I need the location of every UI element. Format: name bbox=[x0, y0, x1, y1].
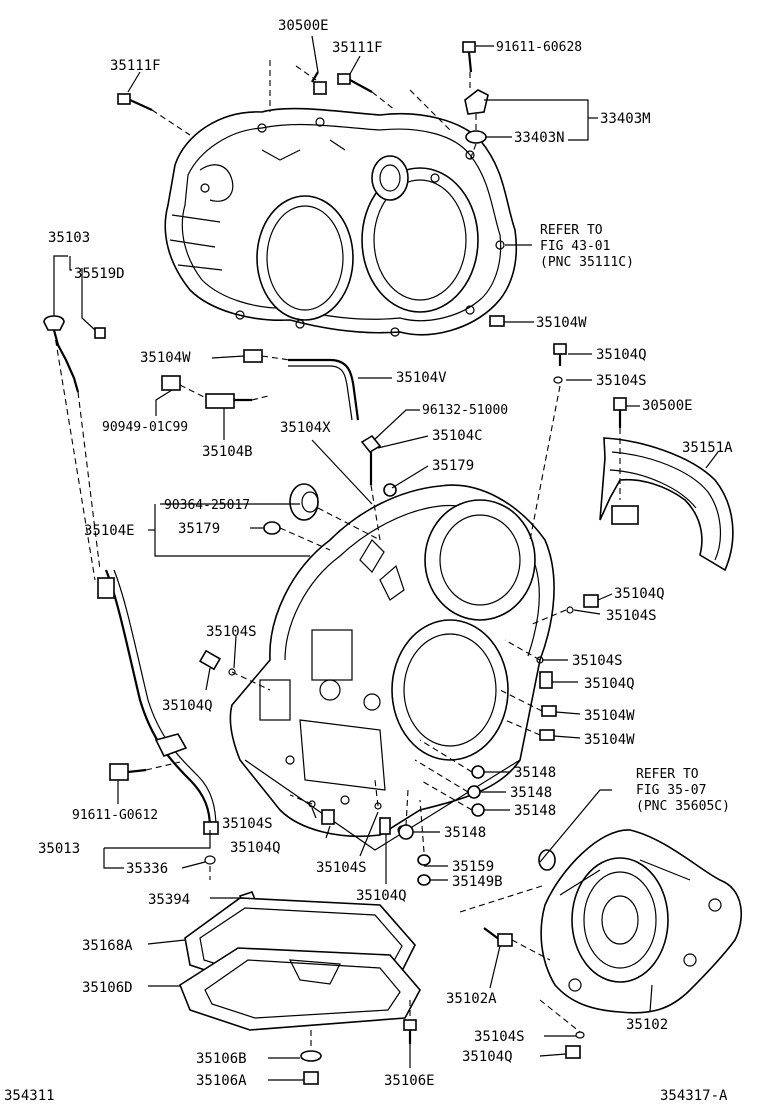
label-30500E-top: 30500E bbox=[278, 18, 329, 34]
label-35104W-2: 35104W bbox=[140, 350, 191, 366]
bolt-35102A bbox=[483, 927, 513, 947]
label-35168A: 35168A bbox=[82, 938, 133, 954]
label-35111F-right: 35111F bbox=[332, 40, 383, 56]
label-refer1-1: REFER TO bbox=[540, 223, 603, 238]
pin-35104W-a bbox=[541, 705, 557, 717]
label-35179-b: 35179 bbox=[178, 521, 220, 537]
label-35104W-3: 35104W bbox=[584, 708, 635, 724]
bolt-30500E-top bbox=[311, 71, 327, 95]
converter-housing-35102 bbox=[538, 829, 742, 1014]
bolt-30500E-mid bbox=[613, 397, 627, 428]
label-35148-3: 35148 bbox=[514, 803, 556, 819]
label-35104S-3: 35104S bbox=[206, 624, 257, 640]
label-35104W-1: 35104W bbox=[536, 315, 587, 331]
sensor-33403N bbox=[464, 89, 489, 144]
label-35104Q-6: 35104Q bbox=[356, 888, 407, 904]
label-35104Q-3: 35104Q bbox=[584, 676, 635, 692]
label-35104B: 35104B bbox=[202, 444, 253, 460]
cover-35151A bbox=[599, 437, 734, 572]
label-35148-1: 35148 bbox=[514, 765, 556, 781]
label-35104W-4: 35104W bbox=[584, 732, 635, 748]
label-35104S-1: 35104S bbox=[596, 373, 647, 389]
label-35104V: 35104V bbox=[396, 370, 447, 386]
drain-plug-35106A bbox=[300, 1050, 322, 1085]
label-35106A: 35106A bbox=[196, 1073, 247, 1089]
label-refer2-1: REFER TO bbox=[636, 767, 699, 782]
bolt-35111F-right bbox=[337, 73, 373, 93]
label-35148-2: 35148 bbox=[510, 785, 552, 801]
label-90949-01C99: 90949-01C99 bbox=[102, 420, 188, 435]
bushing-90364-25017 bbox=[263, 483, 319, 535]
dipstick-35103 bbox=[43, 315, 106, 393]
dipstick-tube-35013 bbox=[97, 569, 219, 865]
label-refer1-3: (PNC 35111C) bbox=[540, 255, 634, 270]
washer-35159 bbox=[417, 854, 431, 886]
label-35519D: 35519D bbox=[74, 266, 125, 282]
label-35148-4: 35148 bbox=[444, 825, 486, 841]
label-35106E: 35106E bbox=[384, 1073, 435, 1089]
label-35104Q-7: 35104Q bbox=[462, 1049, 513, 1065]
bolt-35111F-left bbox=[117, 93, 153, 112]
transaxle-housing bbox=[164, 107, 518, 337]
label-35149B: 35149B bbox=[452, 874, 503, 890]
label-35394: 35394 bbox=[148, 892, 190, 908]
label-35104Q-2: 35104Q bbox=[614, 586, 665, 602]
label-91611-60628: 91611-60628 bbox=[496, 40, 582, 55]
label-35104S-4: 35104S bbox=[572, 653, 623, 669]
label-35104S-2: 35104S bbox=[606, 608, 657, 624]
label-35013: 35013 bbox=[38, 841, 80, 857]
diagram-code-left: 354311 bbox=[4, 1088, 55, 1104]
oil-pan-35106D bbox=[179, 947, 421, 1031]
label-33403N: 33403N bbox=[514, 130, 565, 146]
part-labels: 30500E 35111F 35111F 91611-60628 33403M … bbox=[4, 18, 733, 1104]
label-30500E-mid: 30500E bbox=[642, 398, 693, 414]
label-35104E: 35104E bbox=[84, 523, 135, 539]
transmission-case bbox=[229, 484, 555, 851]
label-35104Q-4: 35104Q bbox=[162, 698, 213, 714]
label-33403M: 33403M bbox=[600, 111, 651, 127]
label-35102A: 35102A bbox=[446, 991, 497, 1007]
label-35179-a: 35179 bbox=[432, 458, 474, 474]
plug-35104Q-right bbox=[536, 594, 599, 689]
label-35336: 35336 bbox=[126, 861, 168, 877]
fitting-35104B bbox=[161, 375, 252, 409]
label-35159: 35159 bbox=[452, 859, 494, 875]
plug-35104Q-top bbox=[553, 343, 567, 384]
label-35102: 35102 bbox=[626, 1017, 668, 1033]
assembly-lines bbox=[53, 60, 621, 1050]
label-35104C: 35104C bbox=[432, 428, 483, 444]
tube-35104V bbox=[243, 349, 360, 421]
plug-35104Q-left bbox=[198, 649, 236, 676]
label-91611-G0612: 91611-G0612 bbox=[72, 808, 158, 823]
label-96132-51000: 96132-51000 bbox=[422, 403, 508, 418]
label-refer1-2: FIG 43-01 bbox=[540, 239, 610, 254]
label-35111F-left: 35111F bbox=[110, 58, 161, 74]
plug-35106E bbox=[403, 1019, 417, 1044]
plug-35104Q-bottom bbox=[308, 800, 391, 835]
label-35106B: 35106B bbox=[196, 1051, 247, 1067]
label-refer2-3: (PNC 35605C) bbox=[636, 799, 730, 814]
pin-35104W-top bbox=[489, 315, 505, 327]
label-35104X: 35104X bbox=[280, 420, 331, 436]
label-35104S-6: 35104S bbox=[316, 860, 367, 876]
bolt-91611-60628 bbox=[462, 41, 476, 73]
label-35106D: 35106D bbox=[82, 980, 133, 996]
label-35104Q-5: 35104Q bbox=[230, 840, 281, 856]
label-35103: 35103 bbox=[48, 230, 90, 246]
leader-lines bbox=[53, 35, 719, 1081]
label-refer2-2: FIG 35-07 bbox=[636, 783, 706, 798]
bolt-91611-G0612 bbox=[109, 763, 147, 781]
diagram-code-right: 354317-A bbox=[660, 1088, 728, 1104]
label-35151A: 35151A bbox=[682, 440, 733, 456]
label-35104Q-1: 35104Q bbox=[596, 347, 647, 363]
pin-35104W-b bbox=[539, 729, 555, 741]
label-35104S-5: 35104S bbox=[222, 816, 273, 832]
label-35104S-7: 35104S bbox=[474, 1029, 525, 1045]
label-90364-25017: 90364-25017 bbox=[164, 498, 250, 513]
